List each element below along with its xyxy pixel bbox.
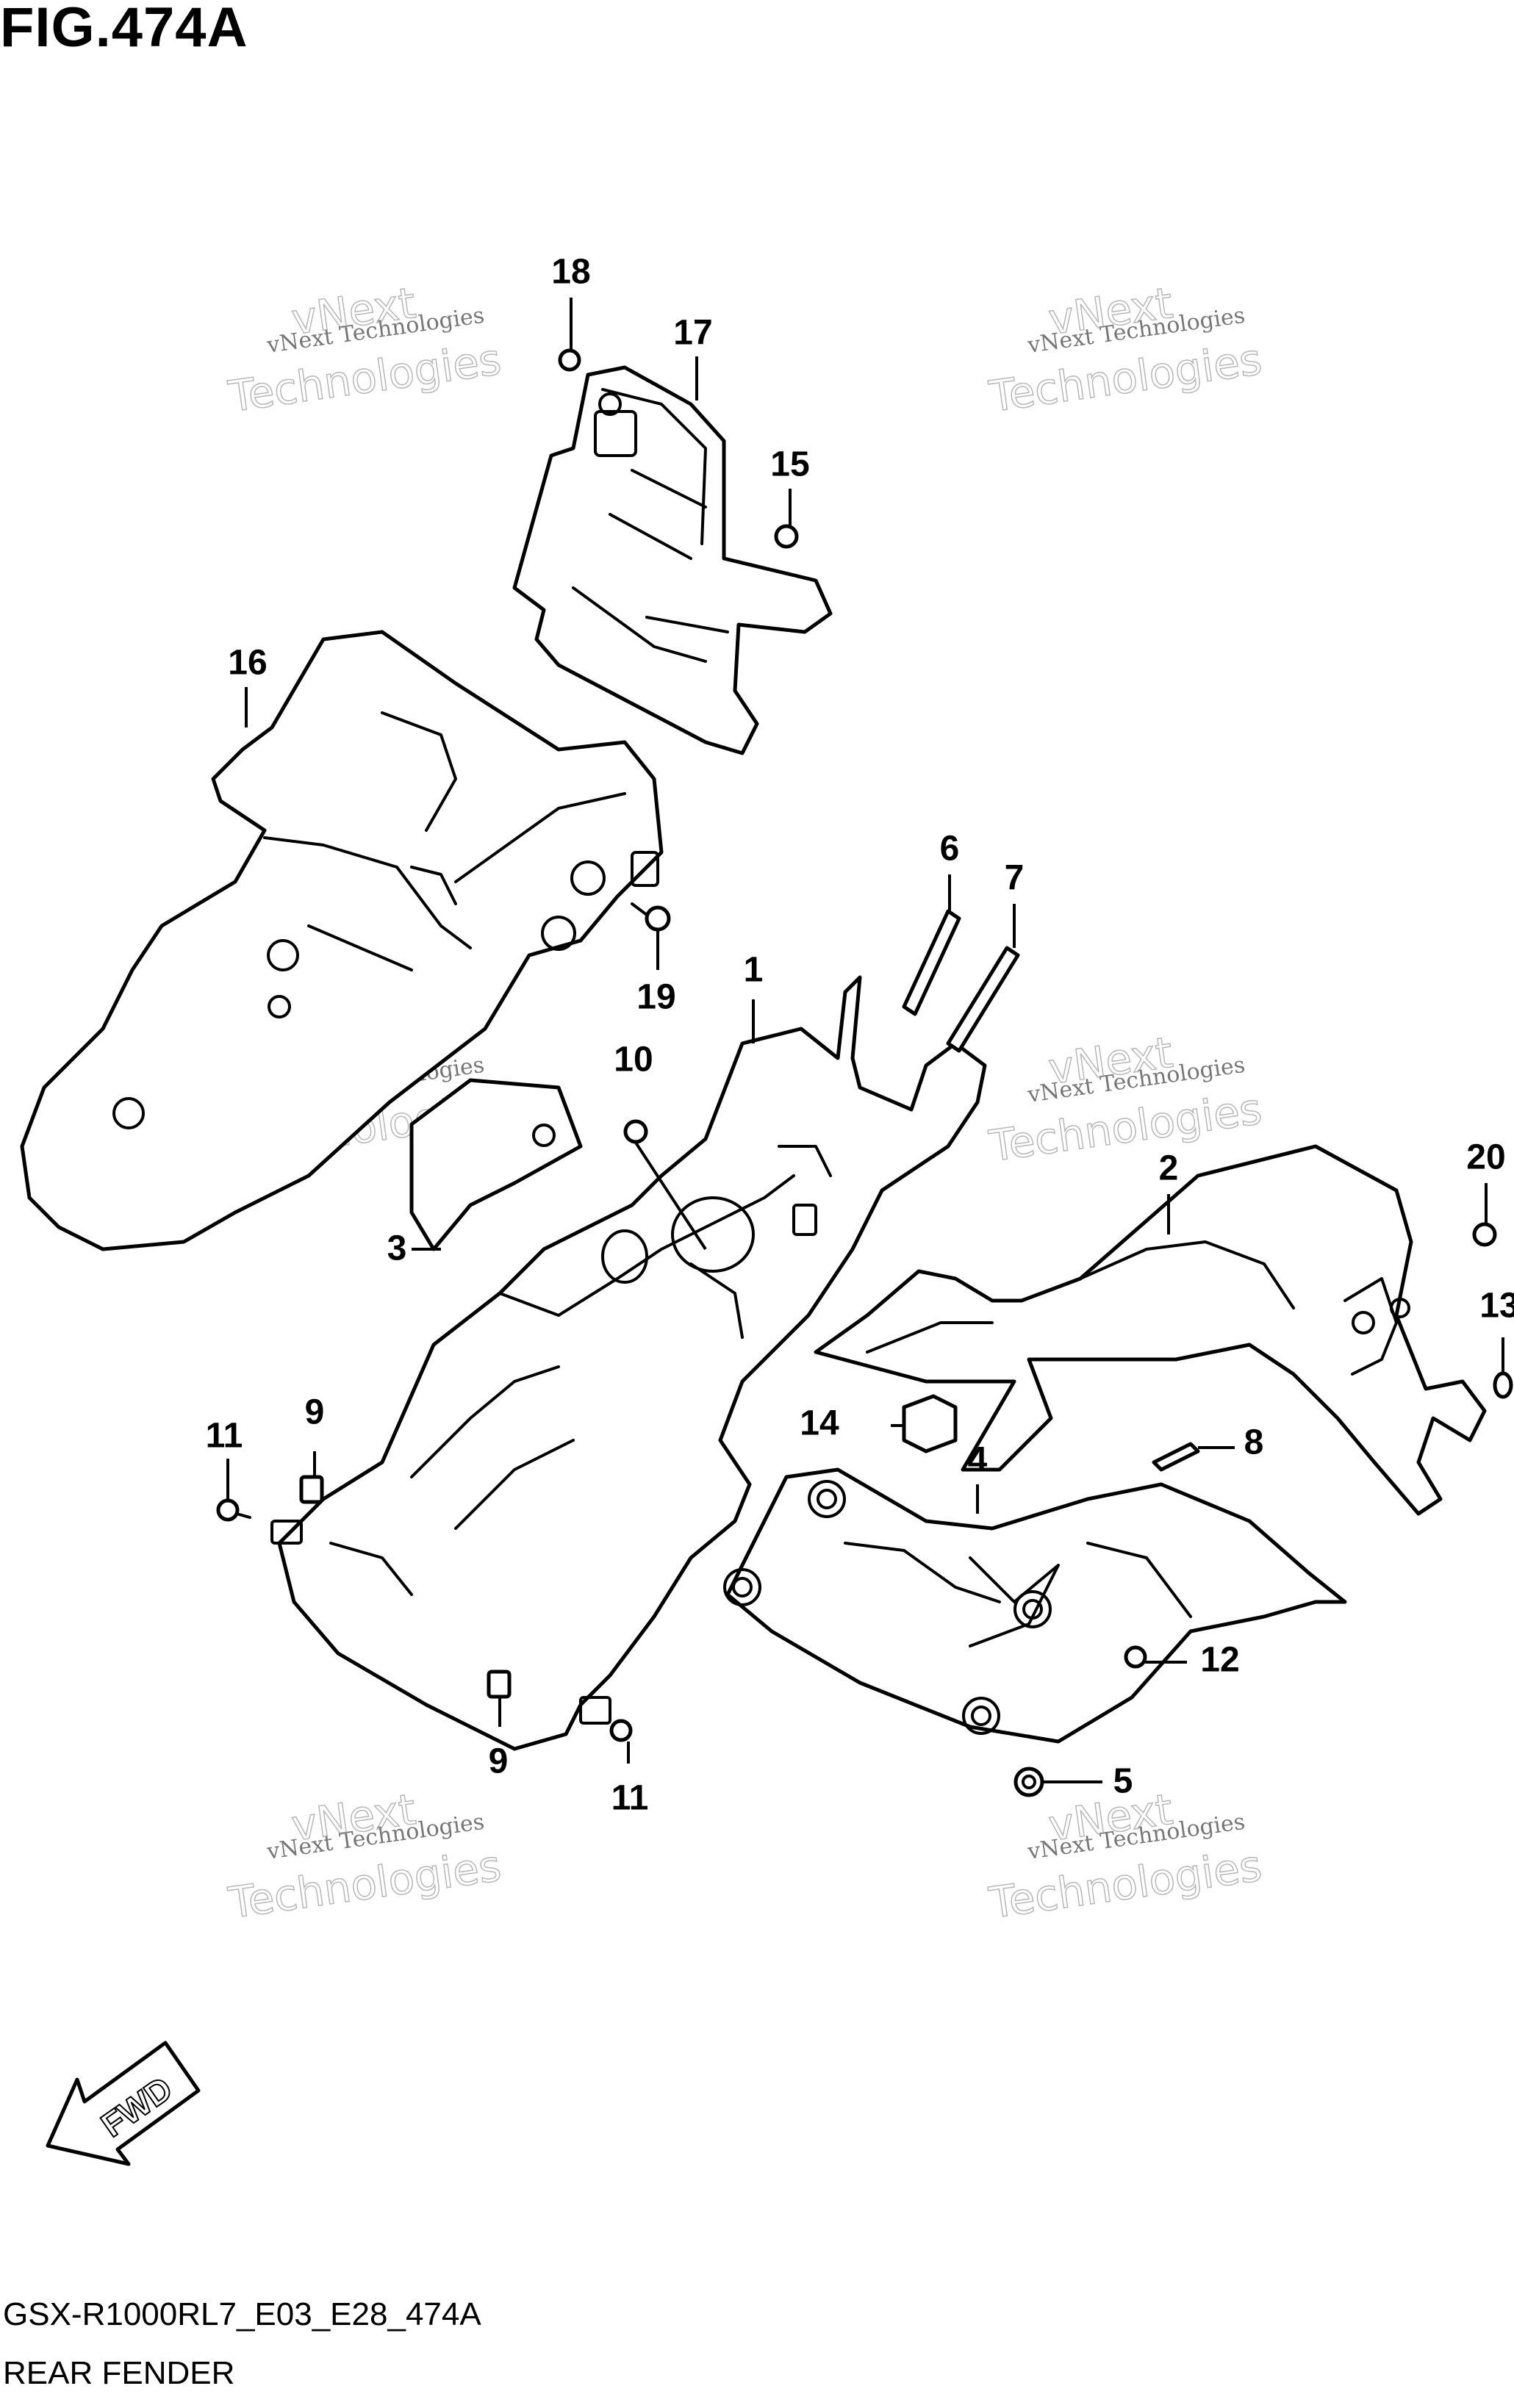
callout-19: 19	[636, 978, 675, 1017]
part-8-strip	[1152, 1442, 1200, 1472]
part-9-clip-lower	[487, 1670, 512, 1699]
part-11-screw-left	[216, 1498, 251, 1522]
callout-5: 5	[1113, 1762, 1133, 1801]
part-11-screw-bottom	[609, 1719, 633, 1742]
callout-7: 7	[1005, 859, 1025, 898]
part-14-block	[902, 1394, 958, 1453]
leader-lines	[226, 298, 1504, 1783]
part-15-grommet	[774, 524, 799, 549]
part-12-screw	[1124, 1645, 1147, 1669]
figure-code: GSX-R1000RL7_E03_E28_474A	[3, 2296, 481, 2332]
callout-4: 4	[968, 1441, 988, 1480]
part-13-nut	[1493, 1371, 1513, 1399]
watermark-mid-right: vNext Technologies vNext Technologies	[986, 1027, 1266, 1172]
part-19-screw	[631, 902, 671, 932]
part-7-strip	[946, 946, 1020, 1053]
callout-10: 10	[614, 1041, 653, 1079]
callout-11-left: 11	[206, 1417, 243, 1456]
callout-8: 8	[1244, 1423, 1264, 1462]
callout-15: 15	[770, 445, 809, 484]
figure-name: REAR FENDER	[3, 2355, 235, 2391]
callout-11-bottom: 11	[611, 1779, 649, 1818]
part-16-fender-panel	[20, 630, 664, 1251]
part-9-clip-upper	[299, 1475, 324, 1504]
part-4-bracket-plate	[723, 1467, 1347, 1744]
fwd-arrow-icon: FWD	[46, 2041, 201, 2166]
part-3-flap	[409, 1078, 583, 1251]
part-6-strip	[902, 909, 961, 1016]
part-2-rear-fender	[814, 1144, 1487, 1516]
part-17-bracket	[512, 365, 833, 755]
watermark-bottom-right: vNext Technologies vNext Technologies	[986, 1783, 1266, 1929]
callout-6: 6	[940, 830, 960, 869]
part-10-screw	[623, 1119, 648, 1144]
callout-18: 18	[551, 253, 590, 292]
figure-title: FIG.474A	[0, 0, 248, 59]
part-18-screw	[558, 348, 581, 372]
callout-2: 2	[1159, 1149, 1179, 1188]
callout-labels: 1 2 3 4 5 6 7 8 9 9 10 11 11 12 13 14 15…	[206, 253, 1514, 1818]
callout-17: 17	[673, 314, 712, 353]
callout-9-upper: 9	[305, 1393, 325, 1432]
callout-16: 16	[228, 644, 267, 683]
callout-1: 1	[744, 951, 764, 990]
part-1-main-fender	[270, 975, 987, 1751]
part-5-nut	[1013, 1767, 1044, 1797]
watermark-top-right: vNext Technologies vNext Technologies	[986, 277, 1266, 423]
callout-13: 13	[1479, 1287, 1514, 1326]
callout-14: 14	[800, 1404, 839, 1443]
part-20-bolt	[1472, 1222, 1497, 1247]
watermark-bottom-left: vNext Technologies vNext Technologies	[225, 1783, 505, 1929]
callout-12: 12	[1200, 1641, 1239, 1680]
callout-3: 3	[387, 1229, 407, 1268]
watermark-top-left: vNext Technologies vNext Technologies	[225, 277, 505, 423]
callout-20: 20	[1466, 1138, 1505, 1177]
callout-9-lower: 9	[489, 1742, 509, 1781]
